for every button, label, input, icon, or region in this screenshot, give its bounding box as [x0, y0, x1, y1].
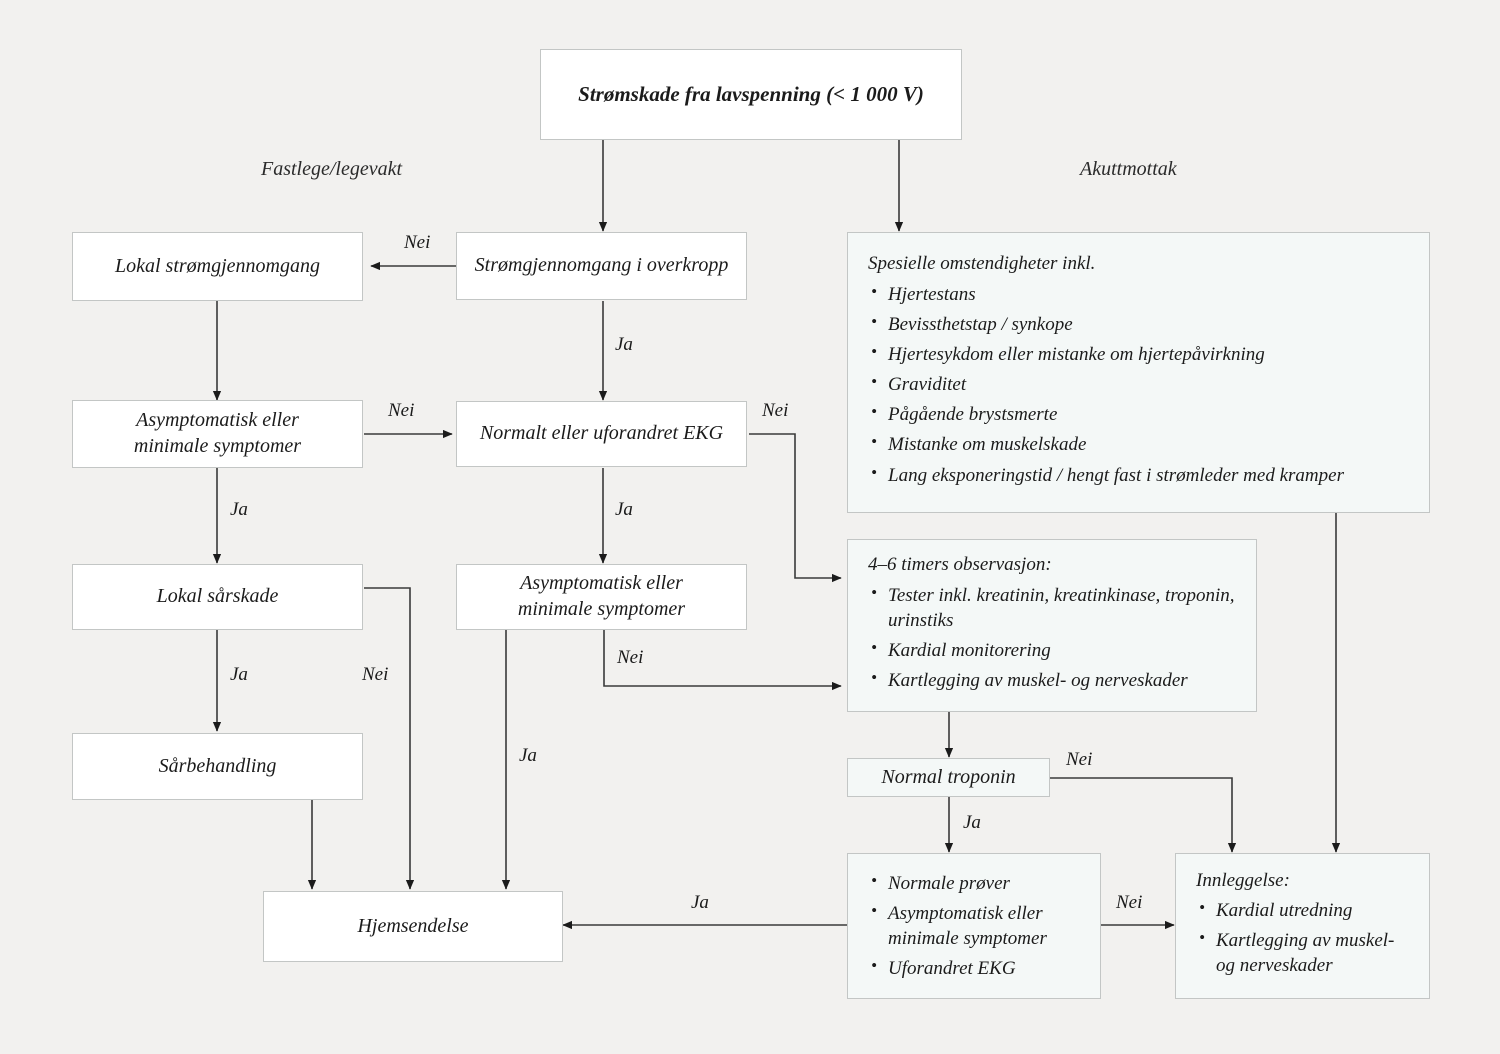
edge-ekg-to-observasjon [749, 433, 842, 583]
node-hjemsendelse[interactable]: Hjemsendelse [263, 891, 563, 962]
node-sarbehandling[interactable]: Sårbehandling [72, 733, 363, 800]
swimlane-label-akuttmottak: Akuttmottak [1080, 158, 1177, 180]
node-label: Lokal strømgjennomgang [115, 254, 320, 277]
list-item: Uforandret EKG [868, 955, 1080, 981]
node-normal-troponin[interactable]: Normal troponin [847, 758, 1050, 797]
observasjon-bullet-list: Tester inkl. kreatinin, kreatinkinase, t… [868, 582, 1236, 693]
innleggelse-bullet-list: Kardial utredning Kartlegging av muskel-… [1196, 897, 1409, 978]
node-label: Lokal sårskade [156, 585, 279, 608]
list-item: Hjertestans [868, 281, 1409, 307]
node-innleggelse[interactable]: Innleggelse: Kardial utredning Kartleggi… [1175, 853, 1430, 999]
edge-label-ja-prover-hjemsendelse: Ja [691, 892, 709, 913]
edge-label-ja-asym-venstre-sarskade: Ja [230, 499, 248, 520]
node-normalt-ekg[interactable]: Normalt eller uforandret EKG [456, 401, 747, 467]
list-item: Kardial utredning [1196, 897, 1409, 923]
list-item: Pågående brystsmerte [868, 401, 1409, 427]
list-item: Kartlegging av muskel- og nerveskader [1196, 927, 1409, 978]
node-label: Sårbehandling [158, 754, 277, 777]
edge-label-nei-sarskade-hjemsendelse: Nei [362, 664, 389, 685]
edge-label-ja-asym-midt-hjemsendelse: Ja [519, 745, 537, 766]
edge-label-ja-ekg-asym-midt: Ja [615, 499, 633, 520]
list-item: Kartlegging av muskel- og nerveskader [868, 667, 1236, 693]
node-label: Normalt eller uforandret EKG [479, 422, 724, 445]
edge-troponin-to-innleggelse [1050, 777, 1237, 853]
list-item: Bevissthetstap / synkope [868, 311, 1409, 337]
node-label: Asymptomatisk eller minimale symptomer [517, 572, 686, 620]
edge-label-nei-overkropp-lokal: Nei [404, 232, 431, 253]
node-heading: Innleggelse: [1196, 869, 1290, 891]
edge-label-nei-prover-innleggelse: Nei [1116, 892, 1143, 913]
edge-label-ja-troponin-prover: Ja [963, 812, 981, 833]
edge-label-nei-asym-midt-observasjon: Nei [617, 647, 644, 668]
node-lokal-sarskade[interactable]: Lokal sårskade [72, 564, 363, 630]
node-heading: Spesielle omstendigheter inkl. [868, 253, 1096, 275]
list-item: Tester inkl. kreatinin, kreatinkinase, t… [868, 582, 1236, 633]
spesielle-bullet-list: Hjertestans Bevissthetstap / synkope Hje… [868, 281, 1409, 488]
edge-label-nei-troponin-innleggelse: Nei [1066, 749, 1093, 770]
list-item: Kardial monitorering [868, 637, 1236, 663]
node-observasjon[interactable]: 4–6 timers observasjon: Tester inkl. kre… [847, 539, 1257, 712]
list-item: Asymptomatisk eller minimale symptomer [868, 900, 1080, 951]
node-stromgjennomgang-overkropp[interactable]: Strømgjennomgang i overkropp [456, 232, 747, 300]
list-item: Graviditet [868, 371, 1409, 397]
node-heading: 4–6 timers observasjon: [868, 554, 1052, 575]
node-label: Hjemsendelse [357, 914, 469, 937]
list-item: Hjertesykdom eller mistanke om hjertepåv… [868, 341, 1409, 367]
node-asymptomatisk-venstre[interactable]: Asymptomatisk eller minimale symptomer [72, 400, 363, 468]
list-item: Normale prøver [868, 870, 1080, 896]
edge-label-nei-asym-venstre-ekg: Nei [388, 400, 415, 421]
node-label: Asymptomatisk eller minimale symptomer [133, 409, 302, 457]
node-title-stromskade[interactable]: Strømskade fra lavspenning (< 1 000 V) [540, 49, 962, 140]
edge-label-ja-overkropp-ekg: Ja [615, 334, 633, 355]
swimlane-label-fastlege: Fastlege/legevakt [261, 158, 403, 180]
node-title-text: Strømskade fra lavspenning (< 1 000 V) [578, 82, 924, 107]
edge-sarskade-to-hjemsendelse [364, 587, 415, 890]
list-item: Mistanke om muskelskade [868, 431, 1409, 457]
node-normale-prover[interactable]: Normale prøver Asymptomatisk eller minim… [847, 853, 1101, 999]
normale-prover-bullet-list: Normale prøver Asymptomatisk eller minim… [868, 870, 1080, 981]
node-label: Strømgjennomgang i overkropp [474, 254, 729, 277]
node-lokal-stromgjennomgang[interactable]: Lokal strømgjennomgang [72, 232, 363, 301]
node-spesielle-omstendigheter[interactable]: Spesielle omstendigheter inkl. Hjertesta… [847, 232, 1430, 513]
edge-label-ja-sarskade-sarbehandling: Ja [230, 664, 248, 685]
edge-label-nei-ekg-observasjon: Nei [762, 400, 789, 421]
node-label: Normal troponin [881, 765, 1016, 788]
list-item: Lang eksponeringstid / hengt fast i strø… [868, 462, 1409, 488]
node-asymptomatisk-midt[interactable]: Asymptomatisk eller minimale symptomer [456, 564, 747, 630]
